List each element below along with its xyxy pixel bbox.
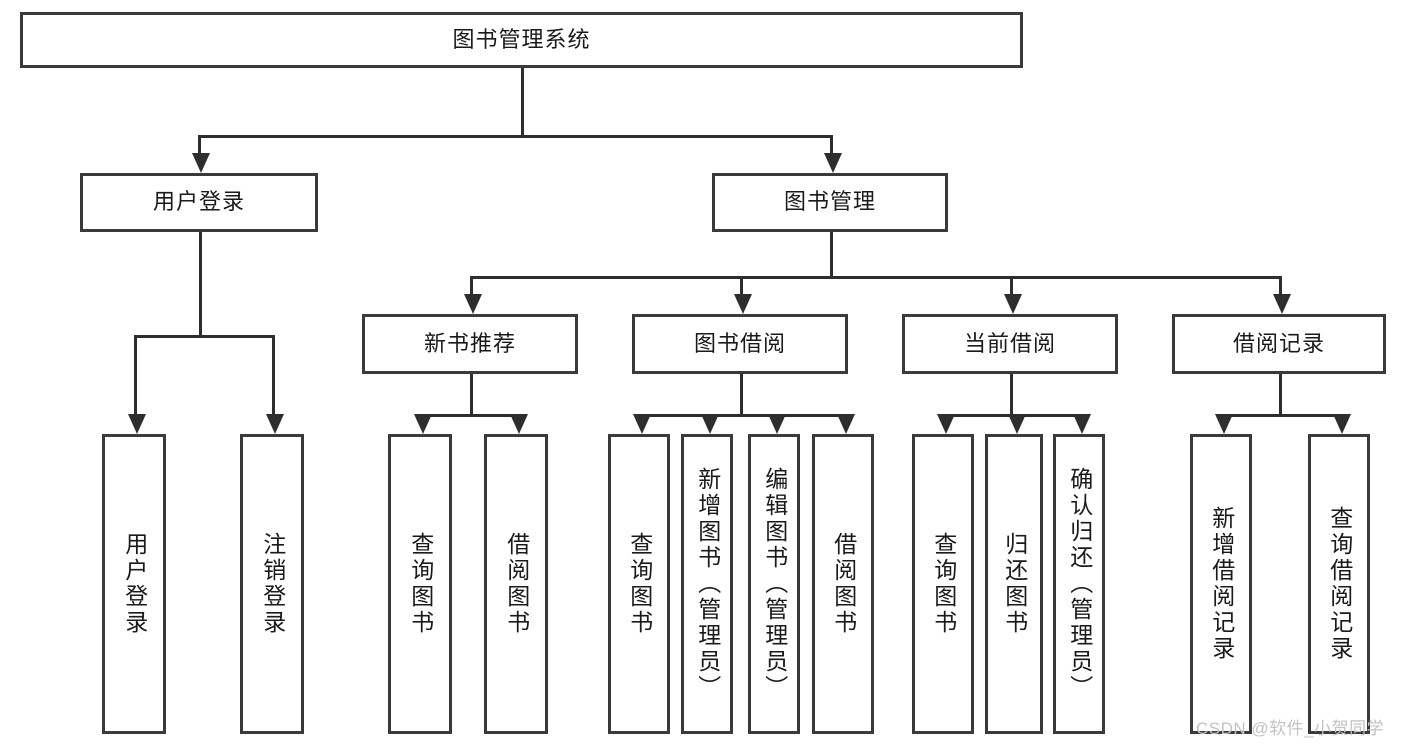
connector-book-manage-stem — [830, 232, 833, 276]
connector-level3-drop-1 — [740, 276, 743, 296]
arrowhead-leaf-query-book-rec — [414, 414, 432, 434]
connector-bus-book-borrow — [639, 414, 843, 417]
node-leaf-borrow-book-rec[interactable]: 借阅图书 — [484, 434, 548, 734]
connector-user-login-stem — [199, 232, 202, 335]
node-label-borrow-record: 借阅记录 — [1232, 330, 1325, 356]
node-leaf-query-record[interactable]: 查询借阅记录 — [1308, 434, 1370, 734]
node-label-root: 图书管理系统 — [452, 26, 591, 52]
connector-bus-new-book-rec — [420, 414, 516, 417]
connector-bus-borrow-record — [1221, 414, 1339, 417]
node-borrow-record[interactable]: 借阅记录 — [1172, 314, 1386, 374]
node-label-leaf-query-book-bb: 查询图书 — [626, 532, 653, 636]
node-label-leaf-logout: 注销登录 — [259, 532, 286, 636]
node-label-leaf-add-record: 新增借阅记录 — [1208, 506, 1235, 662]
arrowhead-user-login-1 — [266, 414, 284, 434]
connector-level2-bus — [198, 135, 830, 138]
connector-stem-book-borrow — [740, 374, 743, 414]
arrowhead-leaf-add-record — [1215, 414, 1233, 434]
arrowhead-level3-0 — [464, 294, 482, 314]
node-label-leaf-query-record: 查询借阅记录 — [1326, 506, 1353, 662]
node-label-current-borrow: 当前借阅 — [963, 330, 1056, 356]
node-leaf-query-book-rec[interactable]: 查询图书 — [388, 434, 452, 734]
arrowhead-level2-1 — [824, 153, 842, 173]
node-label-leaf-query-book-rec: 查询图书 — [407, 532, 434, 636]
node-user-login[interactable]: 用户登录 — [80, 173, 318, 232]
connector-level3-bus — [470, 276, 1279, 279]
node-label-user-login: 用户登录 — [152, 189, 245, 215]
connector-stem-new-book-rec — [470, 374, 473, 414]
arrowhead-leaf-borrow-book-bb — [837, 414, 855, 434]
connector-stem-current-borrow — [1010, 374, 1013, 414]
connector-stem-borrow-record — [1279, 374, 1282, 414]
csdn-watermark: CSDN @软件_小贺同学 — [1196, 719, 1385, 738]
node-leaf-user-login[interactable]: 用户登录 — [102, 434, 166, 734]
node-label-leaf-user-login: 用户登录 — [121, 532, 148, 636]
node-book-manage[interactable]: 图书管理 — [712, 173, 948, 232]
arrowhead-level3-2 — [1004, 294, 1022, 314]
node-label-book-manage: 图书管理 — [783, 189, 876, 215]
node-label-leaf-edit-book: 编辑图书（管理员） — [761, 467, 788, 701]
arrowhead-leaf-edit-book — [768, 414, 786, 434]
node-leaf-borrow-book-bb[interactable]: 借阅图书 — [812, 434, 874, 734]
node-leaf-query-book-cb[interactable]: 查询图书 — [912, 434, 974, 734]
arrowhead-leaf-add-book — [701, 414, 719, 434]
node-label-leaf-borrow-book-bb: 借阅图书 — [830, 532, 857, 636]
node-book-borrow[interactable]: 图书借阅 — [632, 314, 848, 374]
connector-level3-drop-0 — [470, 276, 473, 296]
arrowhead-level2-0 — [192, 153, 210, 173]
node-leaf-confirm-return[interactable]: 确认归还（管理员） — [1053, 434, 1105, 734]
node-leaf-edit-book[interactable]: 编辑图书（管理员） — [748, 434, 800, 734]
node-leaf-logout[interactable]: 注销登录 — [240, 434, 304, 734]
connector-user-login-bus — [134, 335, 272, 338]
connector-user-login-drop-0 — [134, 335, 137, 416]
arrowhead-leaf-borrow-book-rec — [510, 414, 528, 434]
connector-user-login-drop-1 — [272, 335, 275, 416]
arrowhead-leaf-confirm-return — [1073, 414, 1091, 434]
arrowhead-level3-1 — [734, 294, 752, 314]
node-leaf-add-record[interactable]: 新增借阅记录 — [1190, 434, 1252, 734]
arrowhead-leaf-query-book-bb — [633, 414, 651, 434]
arrowhead-leaf-query-record — [1333, 414, 1351, 434]
node-label-book-borrow: 图书借阅 — [693, 330, 786, 356]
node-leaf-add-book[interactable]: 新增图书（管理员） — [681, 434, 733, 734]
node-label-leaf-borrow-book-rec: 借阅图书 — [503, 532, 530, 636]
arrowhead-leaf-query-book-cb — [937, 414, 955, 434]
arrowhead-level3-3 — [1273, 294, 1291, 314]
arrowhead-user-login-0 — [128, 414, 146, 434]
node-leaf-return-book[interactable]: 归还图书 — [985, 434, 1043, 734]
node-root[interactable]: 图书管理系统 — [20, 12, 1023, 68]
node-label-leaf-confirm-return: 确认归还（管理员） — [1066, 467, 1093, 701]
node-current-borrow[interactable]: 当前借阅 — [902, 314, 1118, 374]
node-label-leaf-return-book: 归还图书 — [1001, 532, 1028, 636]
connector-root-stem — [521, 68, 524, 135]
node-label-new-book-rec: 新书推荐 — [423, 330, 516, 356]
connector-level2-drop-1 — [830, 135, 833, 155]
node-label-leaf-add-book: 新增图书（管理员） — [694, 467, 721, 701]
node-leaf-query-book-bb[interactable]: 查询图书 — [608, 434, 670, 734]
arrowhead-leaf-return-book — [1008, 414, 1026, 434]
connector-level3-drop-2 — [1010, 276, 1013, 296]
connector-level2-drop-0 — [198, 135, 201, 155]
node-new-book-rec[interactable]: 新书推荐 — [362, 314, 578, 374]
node-label-leaf-query-book-cb: 查询图书 — [930, 532, 957, 636]
connector-level3-drop-3 — [1279, 276, 1282, 296]
